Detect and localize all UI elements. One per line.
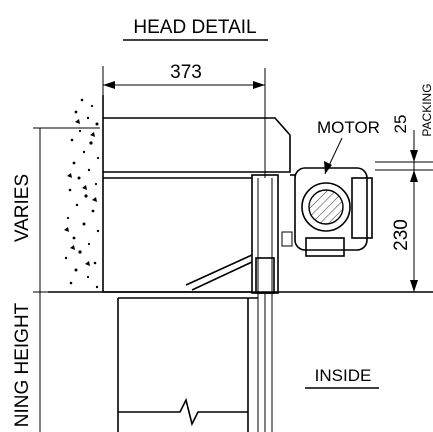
width-dimension: 373 [102,62,266,178]
door-curtain [117,297,258,432]
motor-fan-ring [301,182,351,232]
right-dimensions: 25 PACKING 230 [375,83,433,292]
hood-outline [103,117,291,173]
guide-bolt [281,231,293,247]
concrete-stipple [64,98,100,289]
motor-body [294,167,368,251]
guide-assembly [185,174,293,432]
opening-height-label: NING HEIGHT [12,302,33,427]
motor-label: MOTOR [317,118,380,137]
varies-label: VARIES [12,174,33,242]
inside-label: INSIDE [315,366,372,385]
motor-leader-arrow [324,161,332,174]
motor-foot [305,237,345,257]
drop-arrow-bottom [410,280,418,292]
packing-dimension-label: 25 [391,115,410,134]
support-bracket [185,254,253,286]
break-line [118,397,248,427]
motor-drop-label: 230 [391,219,412,251]
varies-dimension: VARIES [12,127,100,293]
drawing-title: HEAD DETAIL [133,17,256,38]
dimension-width-label: 373 [170,62,202,83]
inside-label-group: INSIDE [305,366,379,389]
opening-height-dimension: NING HEIGHT [12,292,41,432]
packing-arrow-top [410,150,418,162]
motor-end-cap [351,177,373,239]
motor: MOTOR [290,118,380,257]
guide-channel [255,257,275,294]
head-box [103,117,291,293]
concrete-wall [64,95,104,292]
arrowhead-left [103,81,115,89]
support-bracket-2 [191,261,253,291]
drop-arrow-top [410,170,418,182]
title-group: HEAD DETAIL [123,17,268,41]
motor-fan-grille [308,189,344,225]
packing-label: PACKING [420,83,433,136]
arrowhead-right [253,81,265,89]
